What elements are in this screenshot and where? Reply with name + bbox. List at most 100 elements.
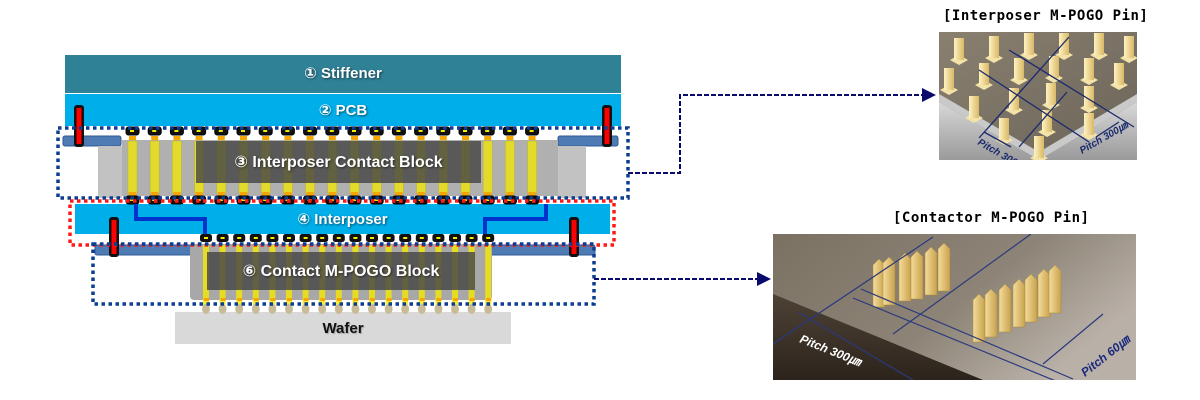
interposer-pin-tip-bottom <box>173 192 181 196</box>
interposer-top-pad-contact <box>529 199 534 201</box>
wafer-bump <box>202 304 210 314</box>
interposer-bottom-pad-contact <box>403 237 408 239</box>
pcb-pad-contact <box>440 130 445 132</box>
pcb-pad-contact <box>152 130 157 132</box>
pcb-pad-contact <box>307 130 312 132</box>
contactor-pin <box>910 250 924 300</box>
contactor-pogo-pin <box>485 245 492 305</box>
wafer-bump <box>451 304 459 314</box>
pcb-pad-contact <box>396 130 401 132</box>
interposer-pogo-pin <box>482 140 493 194</box>
interposer-pin-tip-bottom <box>262 192 270 196</box>
interposer-pogo-pin <box>527 140 537 194</box>
interposer-pin-tip-top <box>284 136 292 140</box>
interposer-pin-tip-bottom <box>506 192 514 196</box>
stiffener-label: Stiffener <box>321 65 382 82</box>
interposer-pin-tip-top <box>328 136 336 140</box>
contactor-pin-tip <box>204 298 209 301</box>
wafer-bump <box>218 304 227 314</box>
interposer-pin-photo: Pitch 300㎛ Pitch 300㎛ <box>939 32 1137 160</box>
contactor-pin-tip <box>220 298 226 301</box>
wafer-bump <box>384 304 393 314</box>
contactor-pin <box>937 242 951 292</box>
contactor-pin-tip <box>303 298 309 301</box>
wafer-bump <box>318 304 327 314</box>
pcb-pad-contact <box>218 130 223 132</box>
contactor-pin <box>898 252 912 302</box>
contactor-pin-tip <box>270 298 276 301</box>
pcb-layer: ② PCB <box>65 94 621 126</box>
interposer-pin-post <box>944 68 954 90</box>
interposer-pin-post <box>1034 136 1044 158</box>
interposer-pogo-pin <box>172 140 182 194</box>
interposer-top-pad-contact <box>396 199 401 201</box>
interposer-pin-post <box>1114 63 1124 85</box>
contactor-pin-tip <box>287 298 292 301</box>
interposer-bottom-pad-contact <box>370 237 374 239</box>
interposer-routing-left <box>134 204 207 237</box>
interposer-pin-post <box>969 96 979 118</box>
interposer-pin-tip-top <box>417 136 425 140</box>
contactor-pin-title: [Contactor M-POGO Pin] <box>893 210 1090 226</box>
interposer-pin-tip-bottom <box>373 192 381 196</box>
wafer-bump <box>301 304 310 314</box>
contactor-pin-tip <box>486 298 492 301</box>
interposer-pin-tip-top <box>173 136 181 140</box>
wafer-bump <box>235 304 244 314</box>
pcb-label: PCB <box>335 102 368 119</box>
interposer-bottom-pad-contact <box>336 237 341 239</box>
interposer-pin-tip-top <box>439 136 447 140</box>
contactor-pin-tip <box>419 298 425 301</box>
wafer-bump <box>368 304 376 314</box>
pcb-pad-contact <box>507 130 512 132</box>
interposer-pin-tip-top <box>195 136 203 140</box>
interposer-pin-tip-top <box>351 136 358 140</box>
interposer-pin-post <box>1084 86 1094 108</box>
interposer-pin-tip-bottom <box>417 192 425 196</box>
interposer-pin-tip-top <box>129 136 136 140</box>
interposer-pin-tip-bottom <box>528 192 536 196</box>
interposer-pin-post <box>1094 33 1104 55</box>
right-support-post <box>558 146 586 198</box>
contactor-pin-tip <box>403 298 409 301</box>
interposer-pin-illustration: Pitch 300㎛ Pitch 300㎛ <box>939 32 1137 160</box>
interposer-contact-block-label-box: ③ Interposer Contact Block <box>196 141 481 183</box>
pcb-pad-contact <box>374 130 379 132</box>
interposer-pin-tip-top <box>373 136 381 140</box>
pcb-pad-contact <box>485 130 490 132</box>
interposer-pogo-pin <box>149 140 160 194</box>
interposer-pin-post <box>1059 33 1069 55</box>
interposer-top-pad-contact <box>241 199 245 201</box>
contactor-pin <box>1037 268 1051 318</box>
pcb-pad-contact <box>463 130 467 132</box>
contactor-pin <box>998 283 1012 333</box>
probe-card-cross-section: ① Stiffener ② PCB ④ Interposer Wafer ③ I… <box>56 55 630 344</box>
wafer-bump <box>285 304 293 314</box>
pcb-pad-contact <box>130 130 134 132</box>
interposer-pin-tip-bottom <box>217 192 225 196</box>
contactor-pin-tip <box>336 298 342 301</box>
contactor-pin-photo: Pitch 300㎛ Pitch 60㎛ <box>773 234 1136 380</box>
contactor-pogo-pin <box>203 245 209 305</box>
pcb-pad-contact <box>529 130 534 132</box>
wafer-bump <box>417 304 426 314</box>
contactor-pin-tip <box>253 298 259 301</box>
interposer-pin-tip-bottom <box>151 192 159 196</box>
interposer-pin-tip-top <box>262 136 270 140</box>
interposer-contact-block-label: Interposer Contact Block <box>252 154 443 171</box>
interposer-pin-tip-bottom <box>328 192 336 196</box>
interposer-pin-title: [Interposer M-POGO Pin] <box>943 8 1149 24</box>
interposer-pin-post <box>954 38 964 60</box>
interposer-bottom-pad-contact <box>270 237 275 239</box>
left-support-post <box>98 146 122 198</box>
interposer-pin-post <box>1046 83 1056 105</box>
interposer-bottom-pad-contact <box>320 237 325 239</box>
interposer-label: Interposer <box>314 211 388 228</box>
interposer-pin-tip-bottom <box>462 192 469 196</box>
interposer-bottom-pad-contact <box>419 237 424 239</box>
contactor-pin-tip <box>453 298 458 301</box>
interposer-pin-post <box>1084 58 1094 80</box>
interposer-bottom-pad-contact <box>237 237 242 239</box>
interposer-pin-tip-top <box>395 136 403 140</box>
interposer-pin-post <box>1014 58 1024 80</box>
